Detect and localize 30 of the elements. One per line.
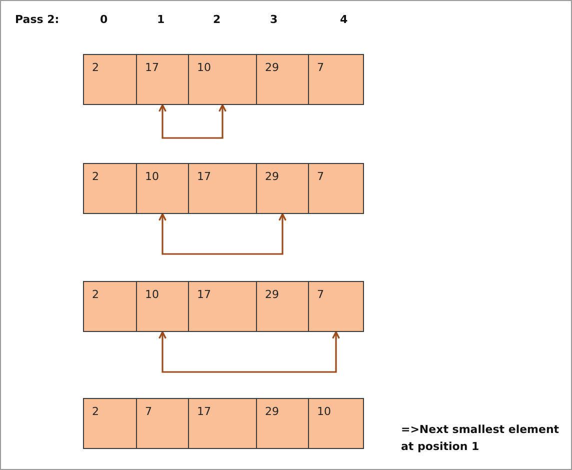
array-cell: 2 — [83, 163, 137, 214]
array-cell: 10 — [136, 281, 189, 332]
index-number: 4 — [340, 13, 348, 26]
array-cell: 7 — [136, 398, 189, 449]
array-cell: 17 — [188, 398, 257, 449]
note-text: =>Next smallest element at position 1 — [401, 422, 560, 455]
index-number: 2 — [213, 13, 221, 26]
array-cell: 2 — [83, 54, 137, 105]
swap-arrow — [158, 331, 340, 373]
array-cell: 10 — [308, 398, 364, 449]
array-cell: 29 — [256, 163, 309, 214]
swap-arrow — [158, 104, 226, 139]
index-number: 1 — [157, 13, 165, 26]
array-cell: 7 — [308, 281, 364, 332]
array-cell: 2 — [83, 281, 137, 332]
array-cell: 29 — [256, 54, 309, 105]
array-cell: 17 — [188, 281, 257, 332]
array-cell: 2 — [83, 398, 137, 449]
array-cell: 17 — [188, 163, 257, 214]
array-cell: 10 — [136, 163, 189, 214]
array-cell: 7 — [308, 54, 364, 105]
array-cell: 10 — [188, 54, 257, 105]
index-number: 3 — [270, 13, 278, 26]
array-cell: 29 — [256, 281, 309, 332]
pass-heading: Pass 2: — [15, 13, 60, 26]
array-cell: 7 — [308, 163, 364, 214]
swap-arrow — [158, 213, 286, 255]
array-cell: 29 — [256, 398, 309, 449]
array-cell: 17 — [136, 54, 189, 105]
index-number: 0 — [100, 13, 108, 26]
